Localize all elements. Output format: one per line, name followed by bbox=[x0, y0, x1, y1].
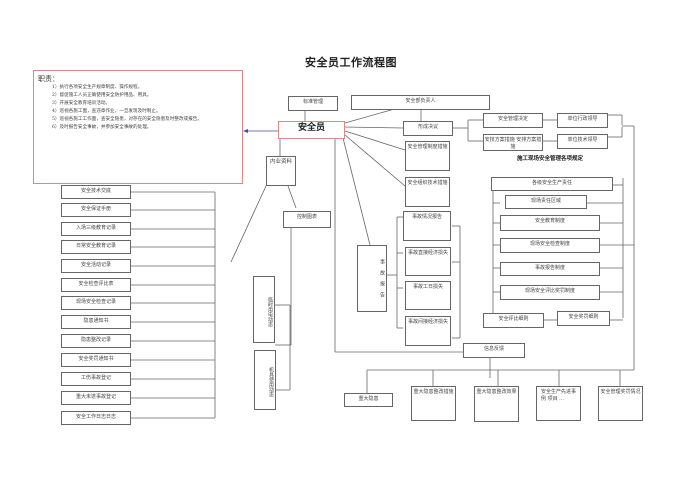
duty-line: 6）及时报告安全事故，并参加安全事故的处理。 bbox=[52, 125, 152, 130]
duty-line: 4）巡视各施工面，查违章作业，一旦发现及时制止。 bbox=[52, 109, 161, 114]
node-accident-item: 事故直接经济损失 bbox=[405, 247, 451, 276]
record-item: 安全保证手册 bbox=[61, 203, 131, 217]
node-bottom: 安全管理奖罚情况 bbox=[598, 386, 643, 421]
site-rules-label: 施工现场安全管理各项规定 bbox=[517, 156, 584, 162]
record-item: 重大未遂事故登记 bbox=[61, 391, 131, 405]
node-machine-use: 机具使用动态 bbox=[254, 350, 276, 410]
node-rule: 现场安全检查制度 bbox=[500, 238, 600, 253]
record-item: 工伤事故登记 bbox=[61, 372, 131, 386]
node-form-decision: 形成决议 bbox=[403, 121, 453, 136]
node-eval-rules: 安全评比细则 bbox=[483, 313, 544, 328]
node-rule: 事故报告制度 bbox=[500, 262, 600, 276]
record-item: 安全活动记录 bbox=[61, 259, 131, 273]
record-item: 隐患整改记录 bbox=[61, 334, 131, 348]
duties-box: 职责： 1）执行各项安全生产规章制度、操作规程。 2）督促施工人员正确使用安全防… bbox=[33, 70, 243, 184]
node-temp-power: 临时用电动态 bbox=[253, 276, 275, 343]
page-title: 安全员工作流程图 bbox=[305, 56, 397, 69]
node-mgmt-system: 安全管理制度措施 bbox=[405, 141, 450, 171]
node-mgmt-rule: 安全管理决定 bbox=[483, 113, 543, 128]
node-bottom: 安全生产先进事例 项目 ... bbox=[536, 386, 581, 421]
duties-heading: 职责： bbox=[38, 75, 59, 83]
node-unit-tech-lead: 单位技术领导 bbox=[557, 134, 608, 149]
node-dept-head: 安全部负责人 bbox=[351, 95, 490, 110]
record-item: 入场三级教育记录 bbox=[61, 222, 131, 236]
node-bottom: 重大隐患整改措施 bbox=[411, 386, 456, 421]
record-item: 安全检查评比表 bbox=[61, 278, 131, 292]
node-bottom: 重大隐患整改效果 bbox=[474, 386, 519, 422]
node-bottom: 重大隐患 bbox=[344, 393, 393, 407]
duty-line: 3）开展安全教育培训活动。 bbox=[52, 101, 111, 106]
record-item: 现场安全检查记录 bbox=[61, 296, 131, 310]
duty-line: 2）督促施工人员正确使用安全防护用品、用具。 bbox=[52, 93, 152, 98]
node-rule: 现场安全评比奖罚制度 bbox=[500, 285, 600, 300]
node-internal-data: 内业资料 bbox=[266, 156, 296, 186]
record-item: 安全工作日志日志 bbox=[61, 411, 131, 425]
record-item: 安全奖罚通知书 bbox=[61, 353, 131, 367]
record-item: 隐患通知书 bbox=[61, 315, 131, 329]
record-item: 日常安全教育记录 bbox=[61, 240, 131, 254]
node-main: 安全员 bbox=[278, 121, 345, 139]
duty-line: 1）执行各项安全生产规章制度、操作规程。 bbox=[52, 85, 143, 90]
node-control-chart: 控制图表 bbox=[283, 211, 331, 228]
node-accident-item: 事故情况报告 bbox=[403, 211, 451, 241]
node-accident-item: 事故工日损失 bbox=[405, 281, 451, 310]
node-archive: 标准管理 bbox=[288, 96, 338, 111]
node-tech-plan: 安技方案措施 安排方案措施 bbox=[483, 134, 543, 151]
node-reward-rules: 安全奖罚细则 bbox=[557, 311, 610, 326]
arrow-head-left bbox=[243, 129, 248, 133]
node-feedback: 信息反馈 bbox=[463, 343, 525, 358]
node-unit-admin-lead: 单位行政领导 bbox=[557, 113, 608, 128]
duty-line: 5）巡视各施工工作面，查安全隐患，对存在的安全隐患及时整改或报告。 bbox=[52, 117, 202, 122]
node-accident-report: 事故报告 bbox=[357, 245, 387, 312]
node-accident-item: 事故间接经济损失 bbox=[405, 316, 451, 346]
node-rule: 安全教育制度 bbox=[500, 215, 600, 231]
node-rule: 现场责任区域 bbox=[505, 195, 587, 209]
node-rule: 各级安全生产责任 bbox=[491, 177, 613, 191]
record-item: 安全技术交底 bbox=[61, 185, 131, 199]
node-org-tech: 安全组织技术措施 bbox=[405, 177, 450, 207]
